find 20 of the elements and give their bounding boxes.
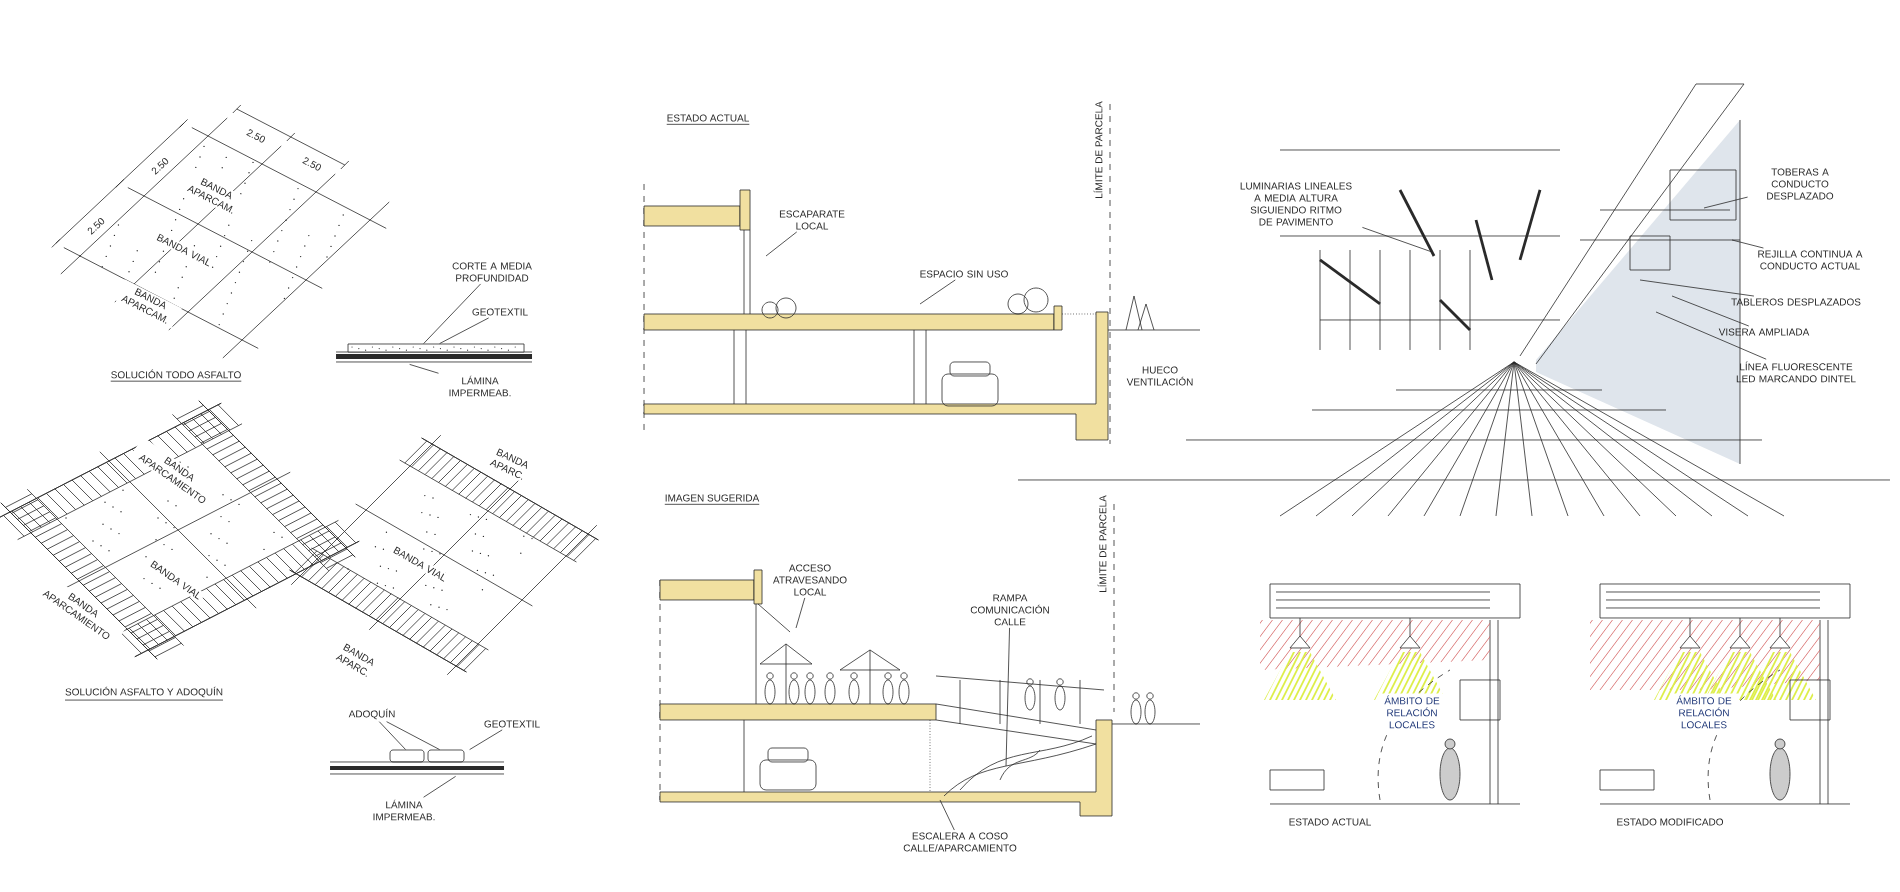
paving-layers-drawing [329, 749, 505, 775]
leader-line [1005, 627, 1010, 767]
leader-line [1639, 279, 1755, 297]
leader-line [795, 597, 806, 629]
leader-line [409, 364, 439, 374]
pavement-layers-drawing [335, 343, 533, 363]
leader-line [765, 231, 798, 257]
leader-line [1362, 227, 1433, 253]
leader-line [378, 721, 406, 750]
leader-line [1655, 311, 1767, 360]
leader-line [423, 283, 481, 344]
leader-line [386, 721, 440, 750]
leader-line [939, 799, 955, 831]
leader-line [919, 279, 956, 305]
leader-line [1703, 196, 1748, 209]
leader-line [469, 729, 503, 750]
leader-line [1671, 295, 1750, 327]
leader-line [439, 317, 490, 344]
leader-line [1731, 239, 1764, 249]
leader-line [423, 776, 456, 798]
